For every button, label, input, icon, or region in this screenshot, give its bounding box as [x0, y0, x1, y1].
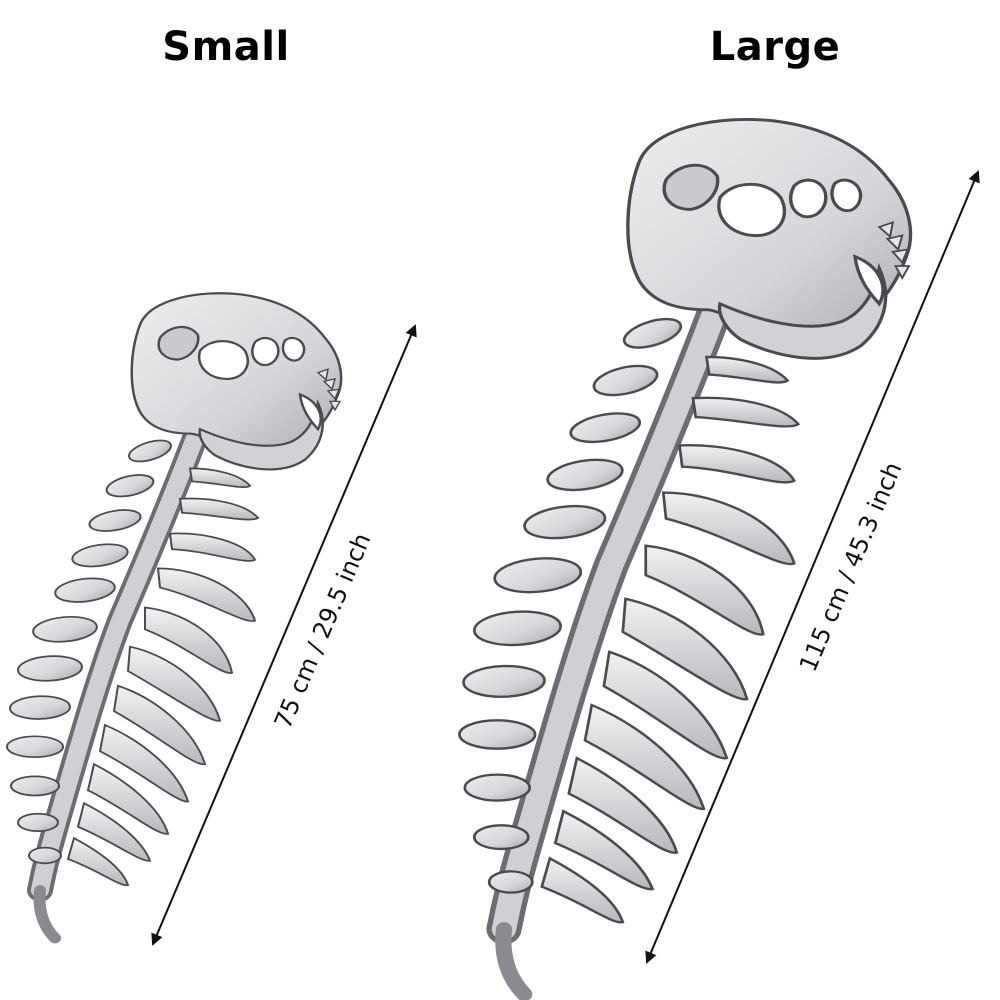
- small-dimension-arrow: [151, 324, 417, 946]
- small-size-title: Small: [162, 24, 290, 70]
- large-size-title: Large: [709, 24, 841, 70]
- large-dimension-arrow: [645, 170, 980, 964]
- small-skeleton-image: [7, 293, 341, 938]
- large-dimension-label: 115 cm / 45.3 inch: [794, 458, 908, 676]
